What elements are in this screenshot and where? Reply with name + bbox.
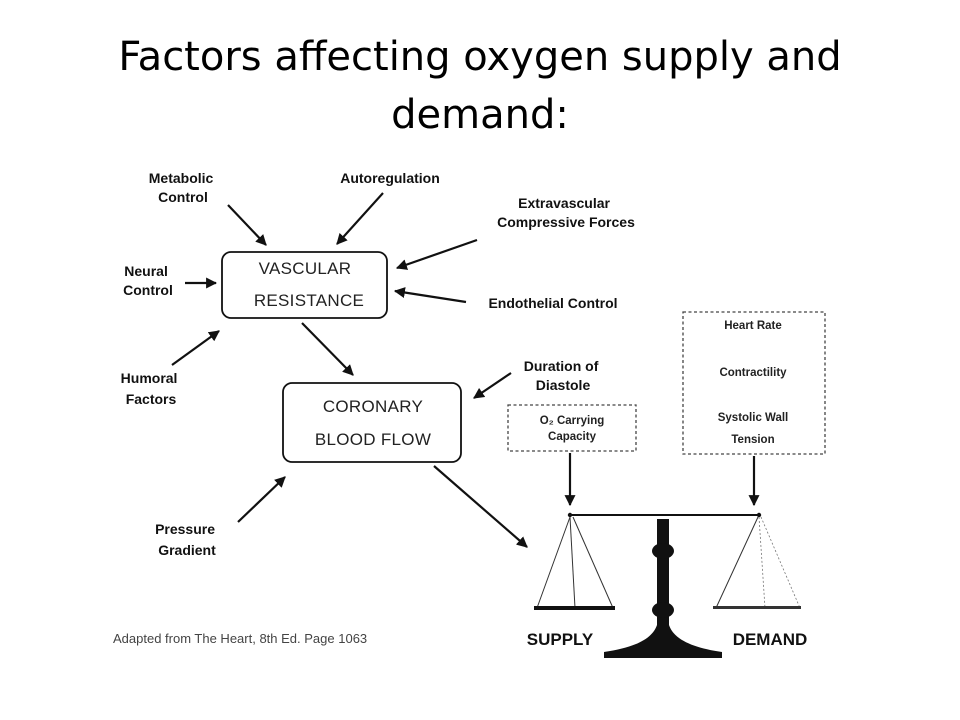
arrow-diastole-to-coronary (473, 372, 512, 399)
contractility-label: Contractility (719, 367, 787, 379)
metabolic-line-1: Metabolic (149, 170, 214, 186)
slide-title-line-2: demand: (391, 92, 569, 138)
vascular-line-2: RESISTANCE (254, 291, 364, 310)
extravascular-line-2: Compressive Forces (497, 214, 635, 230)
neural-line-1: Neural (124, 263, 168, 279)
vascular-line-1: VASCULAR (259, 259, 352, 278)
arrow-vascular-to-coronary (301, 322, 354, 376)
supply-label: SUPPLY (527, 630, 594, 649)
diastole-line-1: Duration of (524, 358, 599, 374)
humoral-line-2: Factors (126, 391, 177, 407)
neural-control-label: Neural Control (123, 263, 173, 298)
autoregulation-label: Autoregulation (340, 170, 440, 186)
arrow-coronary-to-supply (433, 465, 528, 548)
coronary-line-2: BLOOD FLOW (315, 430, 431, 449)
arrow-autoregulation-to-vascular (336, 192, 384, 245)
demand-factors-box (682, 311, 826, 455)
neural-line-2: Control (123, 282, 173, 298)
o2-carrying-capacity-box (507, 404, 637, 452)
arrow-extravascular-to-vascular (395, 238, 478, 270)
systolic-wall-line-1: Systolic Wall (718, 412, 789, 424)
o2-line-2: Capacity (548, 431, 597, 443)
metabolic-control-label: Metabolic Control (149, 170, 217, 205)
humoral-factors-label: Humoral Factors (121, 370, 182, 407)
diastole-line-2: Diastole (536, 377, 591, 393)
slide-title: Factors affecting oxygen supply and dema… (0, 28, 960, 144)
slide-title-line-1: Factors affecting oxygen supply and (118, 34, 842, 80)
balance-scale-icon (534, 512, 801, 658)
arrow-pressure-to-coronary (237, 476, 286, 523)
metabolic-line-2: Control (158, 189, 208, 205)
arrow-metabolic-to-vascular (227, 204, 267, 246)
pressure-gradient-label: Pressure Gradient (155, 521, 219, 558)
coronary-blood-flow-box (282, 382, 462, 463)
arrow-endothelial-to-vascular (393, 287, 467, 304)
arrow-humoral-to-vascular (171, 330, 220, 366)
duration-of-diastole-label: Duration of Diastole (524, 358, 603, 393)
pressure-line-1: Pressure (155, 521, 215, 537)
extravascular-label: Extravascular Compressive Forces (497, 195, 635, 230)
demand-label: DEMAND (733, 630, 808, 649)
systolic-wall-line-2: Tension (731, 434, 774, 446)
humoral-line-1: Humoral (121, 370, 178, 386)
endothelial-control-label: Endothelial Control (488, 295, 617, 311)
coronary-line-1: CORONARY (323, 397, 423, 416)
heart-rate-label: Heart Rate (724, 320, 782, 332)
o2-line-1: O₂ Carrying (540, 415, 605, 427)
source-credit: Adapted from The Heart, 8th Ed. Page 106… (113, 631, 367, 646)
extravascular-line-1: Extravascular (518, 195, 610, 211)
pressure-line-2: Gradient (158, 542, 216, 558)
vascular-resistance-box (221, 251, 388, 319)
